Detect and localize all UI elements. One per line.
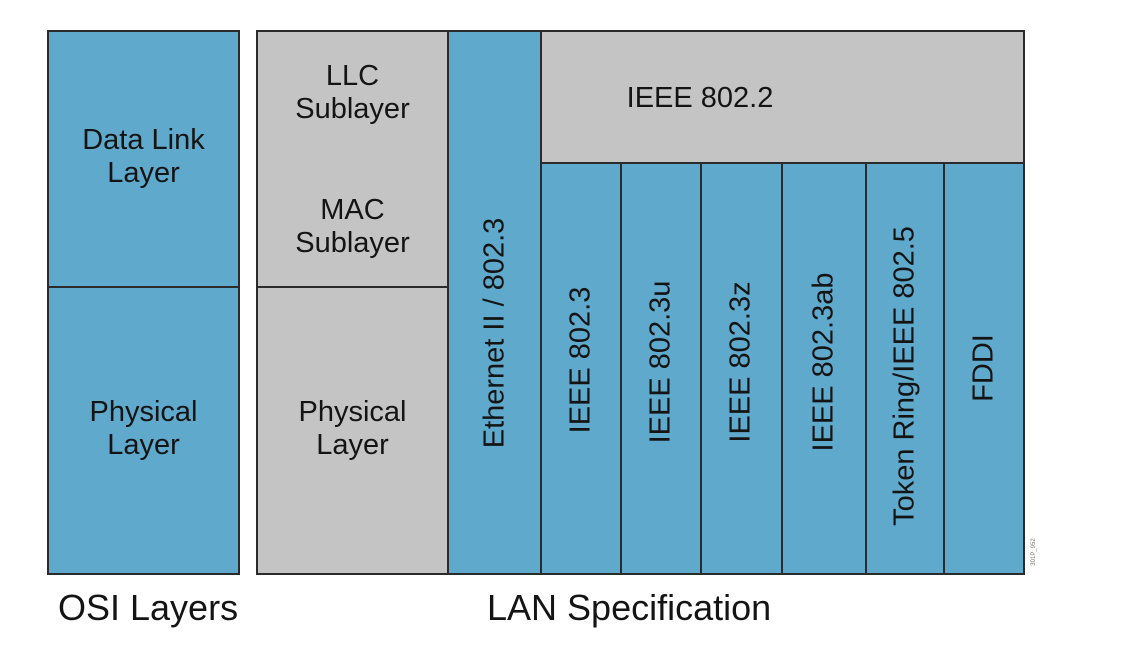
osi-layers-caption: OSI Layers: [58, 587, 239, 628]
ieee-802-2-box: [540, 30, 1025, 164]
standard-label-ieee-802-3: IEEE 802.3: [564, 286, 597, 434]
ethernet-label: Ethernet II / 802.3: [478, 217, 511, 449]
standard-label-ieee-802-3u: IEEE 802.3u: [644, 280, 677, 444]
standard-column-ieee-802-3z: [700, 162, 783, 575]
standard-label-ieee-802-3z: IEEE 802.3z: [724, 281, 757, 443]
ethernet-column: [447, 30, 542, 575]
standard-label-token-ring: Token Ring/IEEE 802.5: [888, 226, 921, 526]
osi-physical-box: [47, 286, 240, 575]
standard-column-fddi: [943, 162, 1025, 575]
osi-data-link-box: [47, 30, 240, 288]
ieee-802-2-label: IEEE 802.2: [626, 82, 774, 114]
mac-sublayer-label: MAC Sublayer: [295, 194, 410, 259]
standard-label-ieee-802-3ab: IEEE 802.3ab: [807, 272, 840, 452]
standard-column-ieee-802-3: [540, 162, 622, 575]
llc-sublayer-label: LLC Sublayer: [295, 60, 410, 125]
lan-specification-caption: LAN Specification: [487, 587, 772, 628]
osi-physical-label: Physical Layer: [89, 396, 198, 461]
osi-data-link-label: Data Link Layer: [82, 124, 205, 189]
lan-physical-label: Physical Layer: [298, 396, 407, 461]
standard-column-ieee-802-3ab: [781, 162, 867, 575]
standard-column-ieee-802-3u: [620, 162, 702, 575]
figure-id: 301P_952: [1031, 538, 1037, 566]
standard-label-fddi: FDDI: [967, 334, 1000, 402]
